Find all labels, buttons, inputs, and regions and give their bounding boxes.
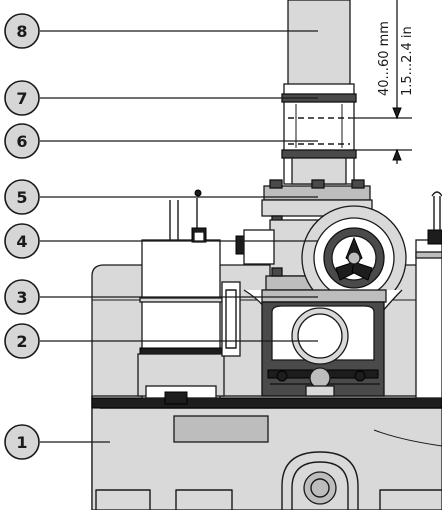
dimension-metric: 40...60 mm	[377, 21, 392, 96]
callout-1: 1	[4, 424, 110, 460]
check-valve	[235, 205, 407, 311]
callouts: 8 7 6 5 4 3 2	[4, 13, 318, 460]
left-float-column	[137, 189, 241, 405]
callout-7-label: 7	[16, 89, 27, 108]
callout-8-label: 8	[16, 22, 27, 41]
callout-5-label: 5	[16, 188, 27, 207]
right-float-column	[415, 191, 442, 399]
insertion-depth-dimension: 40...60 mm 1.5...2.4 in	[350, 0, 415, 164]
callout-3: 3	[4, 279, 318, 315]
callout-2: 2	[4, 323, 318, 359]
pump-volute	[261, 301, 385, 397]
callout-7: 7	[4, 80, 318, 116]
dimension-imperial: 1.5...2.4 in	[400, 26, 415, 96]
callout-5: 5	[4, 179, 318, 215]
callout-6-label: 6	[16, 132, 27, 151]
callout-2-label: 2	[16, 332, 27, 351]
discharge-pipe	[261, 0, 373, 225]
callout-8: 8	[4, 13, 318, 49]
callout-4: 4	[4, 223, 318, 259]
callout-3-label: 3	[16, 288, 27, 307]
callout-6: 6	[4, 123, 318, 159]
callout-4-label: 4	[16, 232, 27, 251]
callout-1-label: 1	[16, 433, 27, 452]
